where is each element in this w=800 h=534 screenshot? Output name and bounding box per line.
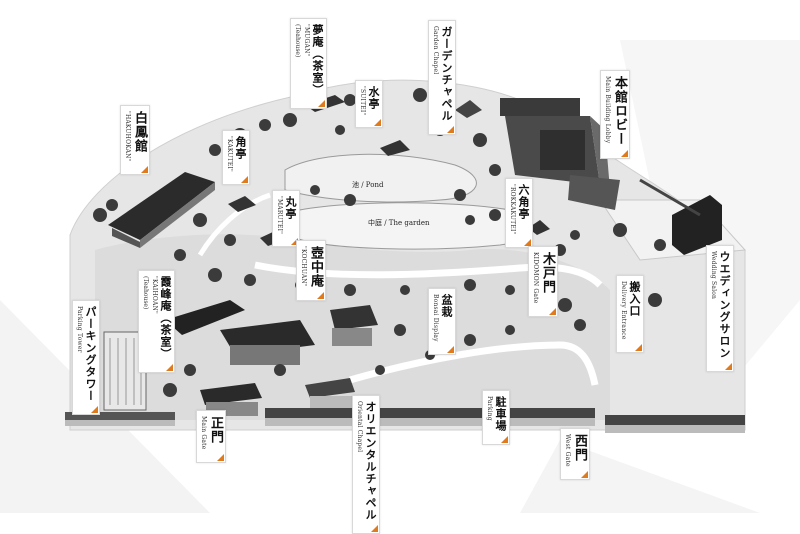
main-building [568,175,620,210]
label-suitei-en: "SUITEI" [359,86,366,116]
garden-map [0,79,760,513]
label-kaihoan-en: "KAIHOAN" [151,276,158,314]
label-kochuan-en: "KOCHUAN" [300,246,307,287]
kochuan-wall [230,345,300,365]
label-kochuan[interactable]: 壺中庵 "KOCHUAN" [296,240,326,301]
label-kidomon-en: KIDOMON Gate [532,252,539,304]
label-oriental-chapel[interactable]: オリエンタルチャペル Oriental Chapel [352,395,380,534]
label-west-gate-en: West Gate [564,434,571,467]
label-kaihoan-jp: 霞峰庵（茶室） [159,276,172,360]
garden-chapel-roof [455,100,482,118]
pond [284,153,477,203]
label-honkan-lobby[interactable]: 本館ロビー Main Building Lobby [600,70,630,159]
chapel-roof [305,378,355,398]
chapel-wall [310,396,352,410]
label-wedding-salon[interactable]: ウエディングサロン Wedding Salon [706,245,734,372]
label-the-garden: 中庭 / The garden [368,219,430,227]
label-main-gate-en: Main Gate [200,416,207,450]
label-honkan-jp: 本館ロビー [612,76,627,146]
label-kakutei-en: "KAKUTEI" [226,136,233,172]
label-suitei-jp: 水亭 [367,86,380,110]
garden-path [197,192,271,257]
label-pond: 池 / Pond [352,181,384,189]
label-wedding-salon-en: Wedding Salon [710,251,717,300]
label-main-gate[interactable]: 正門 Main Gate [196,410,226,463]
label-marutei-en: "MARUTEI" [276,196,283,235]
label-kidomon-gate[interactable]: 木戸門 KIDOMON Gate [528,246,558,317]
label-kaihoan[interactable]: 霞峰庵（茶室） "KAIHOAN" (Teahouse) [138,270,175,373]
label-parking-tower[interactable]: パーキングタワー Parking Tower [72,300,100,415]
label-oriental-chapel-jp: オリエンタルチャペル [364,401,377,521]
label-kaihoan-sub: (Teahouse) [142,276,149,310]
label-kochuan-jp: 壺中庵 [308,246,323,288]
label-hakuhokan[interactable]: 白鳳館 "HAKUHOKAN" [120,105,150,175]
hakuhokan-roof [108,172,215,240]
trees [93,88,666,397]
label-parking[interactable]: 駐車場 Parking [482,390,510,445]
covered-walkway [639,178,701,217]
perimeter-wall [65,408,745,433]
label-marutei[interactable]: 丸亭 "MARUTEI" [272,190,300,248]
wedding-salon-building [672,195,722,255]
label-kakutei[interactable]: 角亭 "KAKUTEI" [222,130,250,185]
label-suitei[interactable]: 水亭 "SUITEI" [355,80,383,129]
label-main-gate-jp: 正門 [208,416,223,444]
label-mugan[interactable]: 夢庵（茶室） "MUGAN" (Teahouse) [290,18,327,109]
label-parking-tower-en: Parking Tower [76,306,83,353]
main-building [500,98,580,116]
kakutei-roof [228,196,256,212]
label-bonsai-display[interactable]: 盆栽 Bonsai Display [428,288,456,355]
label-mugan-jp: 夢庵（茶室） [311,24,324,96]
label-bonsai-en: Bonsai Display [432,294,439,342]
label-delivery-en: Delivery Entrance [620,281,627,340]
kochuan-roof [330,305,378,330]
label-rokkakutei-en: "ROKKAKUTEI" [509,184,516,235]
label-delivery-jp: 搬入口 [628,281,641,317]
label-west-gate-jp: 西門 [572,434,587,462]
label-garden-chapel-en: Garden Chapel [432,26,439,75]
suitei-roof [380,140,410,156]
label-hakuhokan-jp: 白鳳館 [132,111,147,153]
label-mugan-sub: (Teahouse) [294,24,301,58]
label-rokkakutei[interactable]: 六角亭 "ROKKAKUTEI" [505,178,533,248]
label-oriental-chapel-en: Oriental Chapel [356,401,363,453]
label-marutei-jp: 丸亭 [284,196,297,220]
hakuhokan-wall [112,228,140,248]
label-delivery-entrance[interactable]: 搬入口 Delivery Entrance [616,275,644,353]
label-bonsai-jp: 盆栽 [440,294,453,318]
label-kidomon-jp: 木戸門 [540,252,555,294]
label-parking-tower-jp: パーキングタワー [84,306,97,402]
hakuhokan-wall [140,182,215,248]
label-wedding-salon-jp: ウエディングサロン [718,251,731,359]
garden-path [349,341,599,386]
kochuan-roof [165,300,245,335]
label-honkan-en: Main Building Lobby [604,76,611,144]
oriental-chapel-roof [200,383,262,405]
main-building [540,130,585,170]
label-parking-jp: 駐車場 [494,396,507,432]
label-kakutei-jp: 角亭 [234,136,247,160]
rokkakutei-roof [528,220,550,235]
label-rokkakutei-jp: 六角亭 [517,184,530,220]
label-hakuhokan-en: "HAKUHOKAN" [124,111,131,162]
label-mugan-en: "MUGAN" [303,24,310,57]
label-garden-chapel[interactable]: ガーデンチャペル Garden Chapel [428,20,456,135]
kochuan-wall [332,328,372,346]
label-garden-chapel-jp: ガーデンチャペル [440,26,453,122]
label-west-gate[interactable]: 西門 West Gate [560,428,590,480]
label-parking-en: Parking [486,396,493,421]
background-shade [520,440,760,513]
